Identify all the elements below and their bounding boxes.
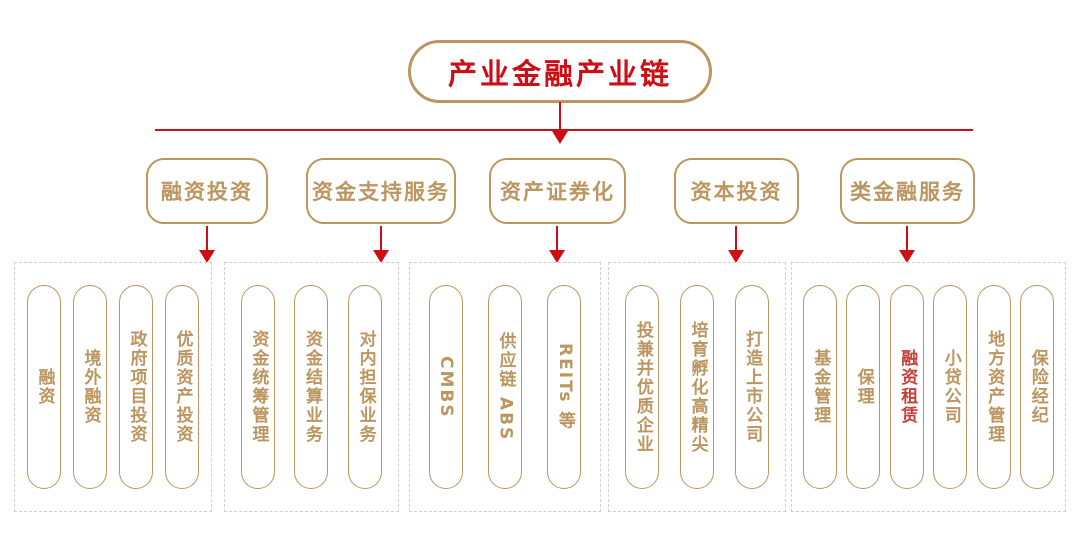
- category-financing-investment: 融资投资: [146, 158, 268, 224]
- arrow-shaft: [380, 226, 382, 251]
- diagram-title-box: 产业金融产业链: [408, 40, 712, 103]
- chain-item-label: 投兼并优质企业: [632, 320, 653, 454]
- down-arrow-icon: [199, 226, 215, 264]
- chain-item-label: 保理: [853, 368, 874, 406]
- arrow-head: [549, 250, 565, 263]
- group-items-box-asset-securitization: CMBS 供应链 ABS REITs 等: [409, 262, 601, 512]
- chain-item: 基金管理: [802, 285, 837, 489]
- center-down-arrow-icon: [552, 131, 568, 144]
- arrow-shaft: [906, 226, 908, 251]
- chain-item-label: CMBS: [436, 355, 457, 419]
- chain-item-label: 境外融资: [80, 349, 101, 425]
- chain-item-label: 培育孵化高精尖: [687, 320, 708, 454]
- chain-item-label: REITs 等: [554, 343, 575, 431]
- chain-item-label: 保险经纪: [1027, 349, 1048, 425]
- chain-item-label: 对内担保业务: [355, 330, 376, 444]
- chain-item: 培育孵化高精尖: [679, 285, 714, 489]
- chain-item: 资金统筹管理: [240, 285, 275, 489]
- title-connector-line: [559, 102, 561, 129]
- chain-item: 保险经纪: [1020, 285, 1055, 489]
- chain-item-label: 打造上市公司: [742, 330, 763, 444]
- arrow-shaft: [556, 226, 558, 251]
- arrow-shaft: [206, 226, 208, 251]
- group-items-box-capital-investment: 投兼并优质企业 培育孵化高精尖 打造上市公司: [608, 262, 786, 512]
- chain-item: 境外融资: [73, 285, 107, 489]
- arrow-shaft: [735, 226, 737, 251]
- category-label: 资产证券化: [500, 180, 615, 204]
- category-quasi-financial-services: 类金融服务: [840, 158, 975, 224]
- arrow-head: [373, 250, 389, 263]
- chain-item: 资金结算业务: [294, 285, 329, 489]
- down-arrow-icon: [373, 226, 389, 264]
- down-arrow-icon: [728, 226, 744, 264]
- chain-item: 保理: [846, 285, 881, 489]
- chain-item-label: 优质资产投资: [172, 330, 193, 444]
- group-items-box-financing-investment: 融资 境外融资 政府项目投资 优质资产投资: [14, 262, 212, 512]
- chain-item-label: 政府项目投资: [126, 330, 147, 444]
- horizontal-connector-line: [155, 129, 973, 131]
- chain-item: 优质资产投资: [165, 285, 199, 489]
- chain-item-label: 融资租赁: [897, 349, 918, 425]
- chain-item-label: 小贷公司: [940, 349, 961, 425]
- chain-item-label: 资金统筹管理: [248, 330, 269, 444]
- chain-item-label: 地方资产管理: [984, 330, 1005, 444]
- category-label: 资本投资: [690, 180, 783, 204]
- arrow-head: [728, 250, 744, 263]
- chain-item-label: 资金结算业务: [301, 330, 322, 444]
- chain-item: 政府项目投资: [119, 285, 153, 489]
- group-items-box-quasi-financial: 基金管理 保理 融资租赁 小贷公司 地方资产管理 保险经纪: [791, 262, 1066, 512]
- category-label: 类金融服务: [850, 180, 965, 204]
- group-items-box-funding-support: 资金统筹管理 资金结算业务 对内担保业务: [224, 262, 399, 512]
- category-funding-support-services: 资金支持服务: [306, 158, 456, 224]
- chain-item: 小贷公司: [933, 285, 968, 489]
- chain-item: 对内担保业务: [348, 285, 383, 489]
- category-asset-securitization: 资产证券化: [489, 158, 626, 224]
- category-label: 资金支持服务: [312, 180, 450, 204]
- chain-item: REITs 等: [547, 285, 582, 489]
- arrow-head: [899, 250, 915, 263]
- diagram-title: 产业金融产业链: [447, 56, 672, 91]
- chain-item-label: 基金管理: [810, 349, 831, 425]
- chain-item-label: 供应链 ABS: [495, 332, 516, 442]
- chain-item: 地方资产管理: [976, 285, 1011, 489]
- chain-item: CMBS: [428, 285, 463, 489]
- chain-item-label: 融资: [34, 368, 55, 406]
- category-capital-investment: 资本投资: [674, 158, 799, 224]
- down-arrow-icon: [549, 226, 565, 264]
- category-label: 融资投资: [161, 180, 253, 204]
- chain-item: 供应链 ABS: [487, 285, 522, 489]
- chain-item: 融资: [27, 285, 61, 489]
- down-arrow-icon: [899, 226, 915, 264]
- chain-item: 打造上市公司: [734, 285, 769, 489]
- chain-item: 投兼并优质企业: [625, 285, 660, 489]
- arrow-head: [199, 250, 215, 263]
- chain-item: 融资租赁: [889, 285, 924, 489]
